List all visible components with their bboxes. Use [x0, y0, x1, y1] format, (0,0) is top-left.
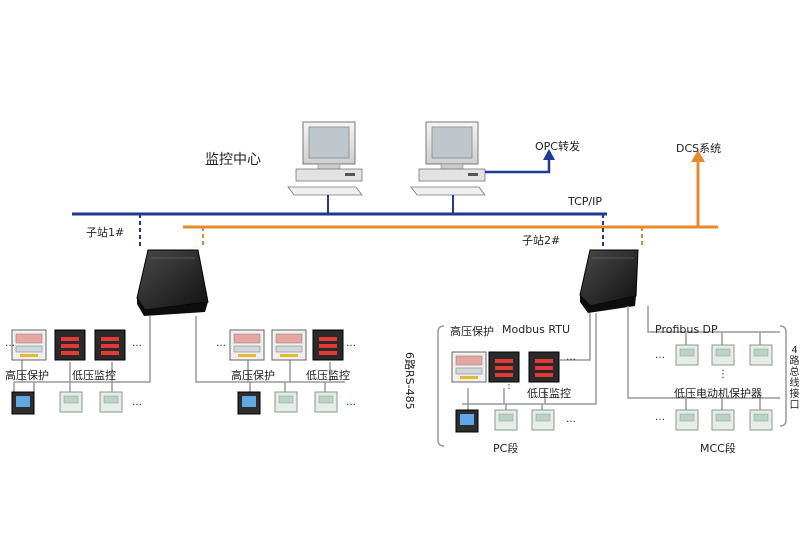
vdots-1: ⋮ [504, 380, 514, 391]
ellipsis-9: … [655, 350, 665, 361]
sub2-hv-relay-1-icon [451, 351, 487, 383]
lv-motor-protector-label: 低压电动机保护器 [674, 387, 762, 400]
substation-2-label: 子站2# [522, 234, 561, 247]
ellipsis-1: … [5, 338, 15, 349]
sub1b-small-meter-1-icon [237, 391, 261, 415]
sub2-protector-1-icon [494, 409, 518, 431]
sub2-lv-meter-2-icon [528, 351, 560, 383]
gateway-1-icon [136, 249, 209, 316]
ellipsis-2: … [132, 338, 142, 349]
vdots-2: ⋮ [718, 369, 728, 380]
tcpip-label: TCP/IP [568, 195, 602, 208]
workstation-2-icon [410, 121, 486, 196]
mcc-protector-5-icon [711, 409, 735, 431]
sub1b-protector-1-icon [274, 391, 298, 413]
sub1b-protector-2-icon [314, 391, 338, 413]
sub1b-hv-relay-2-icon [271, 329, 307, 361]
sub1-protector-2-icon [99, 391, 123, 413]
pc-segment-label: PC段 [493, 442, 519, 455]
sub1-lv-meter-1-icon [54, 329, 86, 361]
sub1b-lv-meter-1-icon [312, 329, 344, 361]
ellipsis-8: … [566, 414, 576, 425]
workstation-1-icon [287, 121, 363, 196]
monitor-center-label: 监控中心 [205, 152, 261, 168]
profibus-label: Profibus DP [655, 323, 718, 336]
substation-1-label: 子站1# [86, 226, 125, 239]
dcs-arrow-icon [691, 150, 705, 162]
sub1b-lv-monitor-label: 低压监控 [306, 369, 350, 382]
dcs-label: DCS系统 [676, 142, 722, 155]
sub1-hv-relay-1-icon [11, 329, 47, 361]
opc-arrow-icon [543, 149, 555, 160]
ellipsis-10: … [655, 412, 665, 423]
sub2-protector-2-icon [531, 409, 555, 431]
sub1-hv-protect-label: 高压保护 [5, 369, 49, 382]
interface4-label: 4路总线接口 [789, 345, 800, 411]
sub1b-hv-relay-1-icon [229, 329, 265, 361]
sub2-lv-meter-1-icon [488, 351, 520, 383]
mcc-protector-1-icon [675, 344, 699, 366]
gateway-2-icon [579, 249, 639, 313]
substation-1-field-lines [13, 316, 345, 392]
sub1-small-meter-1-icon [11, 391, 35, 415]
sub1b-hv-protect-label: 高压保护 [231, 369, 275, 382]
ellipsis-4: … [216, 338, 226, 349]
rs485-label: 6路RS-485 [403, 352, 416, 410]
sub2-lv-monitor-label: 低压监控 [527, 387, 571, 400]
ellipsis-7: … [566, 352, 576, 363]
opc-label: OPC转发 [535, 140, 580, 153]
mcc-protector-4-icon [675, 409, 699, 431]
modbus-label: Modbus RTU [502, 323, 570, 336]
sub1-protector-1-icon [59, 391, 83, 413]
opc-link [485, 158, 551, 174]
substation-2-field-lines [462, 306, 780, 410]
mcc-protector-3-icon [749, 344, 773, 366]
sub2-hv-protect-label: 高压保护 [450, 325, 494, 338]
mcc-protector-2-icon [711, 344, 735, 366]
sub1-lv-meter-2-icon [94, 329, 126, 361]
ellipsis-3: … [132, 397, 142, 408]
interface4-bracket [779, 325, 787, 427]
ellipsis-6: … [346, 397, 356, 408]
rs485-bracket [437, 325, 445, 447]
mcc-protector-6-icon [749, 409, 773, 431]
sub1-lv-monitor-label: 低压监控 [72, 369, 116, 382]
sub2-small-meter-1-icon [455, 409, 479, 433]
ellipsis-5: … [346, 338, 356, 349]
mcc-segment-label: MCC段 [700, 442, 736, 455]
